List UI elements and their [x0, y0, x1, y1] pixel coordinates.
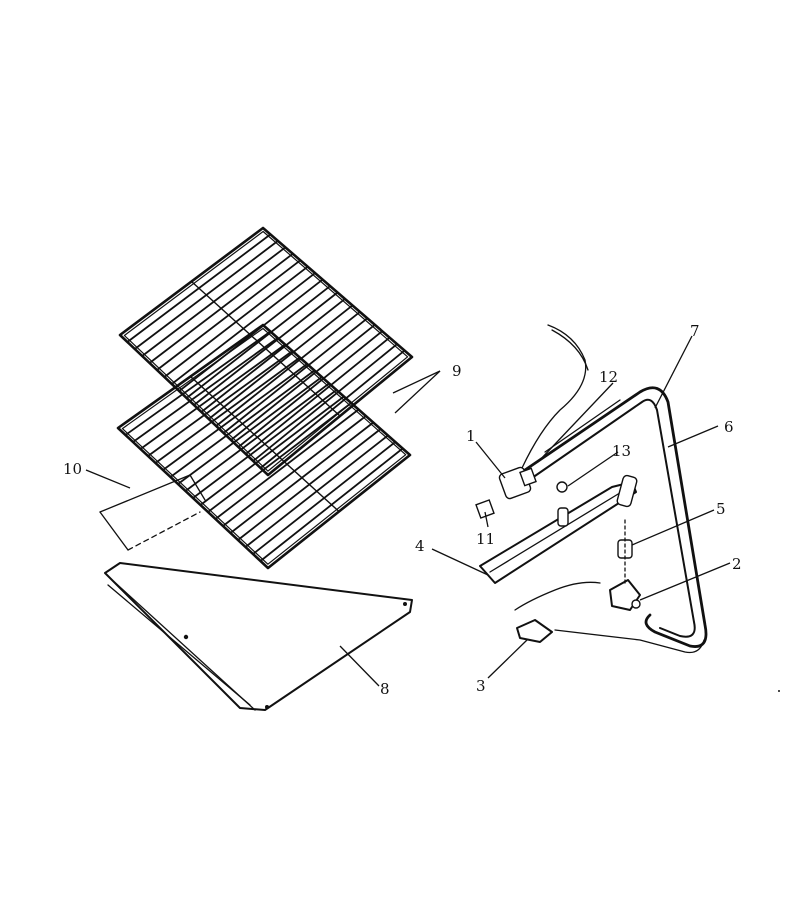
- oven-bottom-panel: [104, 562, 413, 711]
- callout-4: 4: [415, 537, 425, 555]
- bake-element: [523, 386, 708, 648]
- callout-12: 12: [599, 368, 618, 386]
- callout-1: 1: [466, 427, 476, 445]
- callout-5: 5: [716, 500, 726, 518]
- oven-rack-lower: [116, 323, 412, 570]
- callout-13: 13: [612, 442, 631, 460]
- callout-labels: 1 2 3 4 5 6 7 8 9 10 11 12 13: [63, 322, 742, 698]
- callout-3: 3: [476, 677, 486, 695]
- burner-assembly: [479, 474, 705, 654]
- callout-2: 2: [732, 555, 742, 573]
- rack-support: [99, 474, 206, 551]
- callout-7: 7: [690, 322, 700, 340]
- oven-rack-upper: [118, 226, 414, 477]
- callout-8: 8: [380, 680, 390, 698]
- callout-9: 9: [452, 362, 462, 380]
- callout-6: 6: [724, 418, 734, 436]
- leader-lines: [85, 335, 731, 687]
- callout-11: 11: [476, 530, 495, 548]
- callout-10: 10: [63, 460, 82, 478]
- igniter-assembly: [475, 324, 589, 519]
